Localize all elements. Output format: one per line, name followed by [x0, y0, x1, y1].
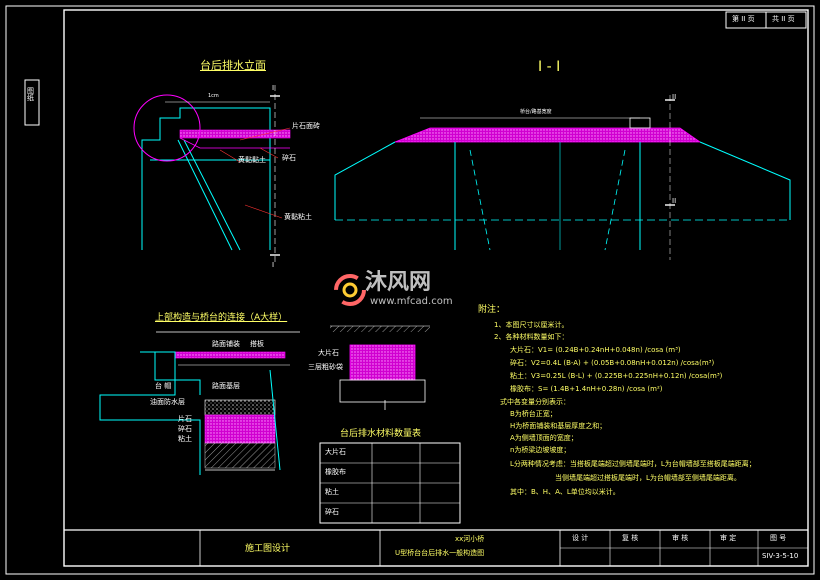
table-row-1: 大片石	[325, 448, 346, 456]
detail-a-view	[99, 331, 300, 475]
det-abutment: 台 帽	[155, 382, 172, 390]
side-stamp: 图 纸	[27, 87, 34, 102]
elev-clay2: 黄黏粘土	[284, 213, 312, 221]
approve-label: 审 定	[720, 534, 737, 542]
title-block-grid	[64, 529, 808, 566]
dim-left: 1cm	[208, 93, 219, 99]
mark-ii-top: II	[672, 93, 677, 101]
det-soil: 粘土	[178, 435, 192, 443]
drawing-no: SIV-3-5-10	[762, 552, 799, 560]
note-line: 碎石：V2=0.4L (B-A) + (0.05B+0.08nH+0.012n)…	[510, 359, 715, 367]
note-line: 式中各变量分别表示：	[500, 398, 570, 406]
note-line: 橡胶布：S= (1.4B+1.4nH+0.28n) /cosa (m²)	[510, 385, 663, 393]
note-line: 其中：B、H、A、L单位均以米计。	[510, 488, 620, 496]
note-line: 1、本图尺寸以厘米计。	[494, 321, 569, 329]
detail-title: 上部构造与桥台的连接（A大样）	[155, 313, 288, 323]
note-line: 粘土：V3=0.25L (B-L) + (0.225B+0.225nH+0.12…	[510, 372, 723, 380]
sheet-frame	[5, 5, 815, 575]
det-joint: 搭板	[250, 340, 264, 348]
review-label: 复 核	[622, 534, 639, 542]
project-name: xx河小桥	[455, 535, 485, 543]
notes-heading: 附注：	[478, 305, 506, 315]
elevation-view	[133, 85, 291, 265]
table-row-2: 橡胶布	[325, 468, 346, 476]
page-label: 第 II 页	[732, 15, 755, 23]
section-title: I - I	[538, 59, 561, 75]
det-stone: 片石	[178, 415, 192, 423]
table-row-4: 碎石	[325, 508, 339, 516]
elev-gravel: 碎石	[282, 154, 296, 162]
note-line: n为桥梁边坡坡度；	[510, 446, 571, 454]
drawing-title: U型桥台台后排水一般构造图	[395, 549, 485, 557]
mid-bag: 三层粗砂袋	[308, 363, 343, 371]
table-row-3: 粘土	[325, 488, 339, 496]
table-title: 台后排水材料数量表	[340, 429, 422, 439]
note-line: 大片石：V1= (0.24B+0.24nH+0.048n) /cosa (m³)	[510, 346, 681, 354]
note-line: L分两种情况考虑：当搭板尾端超过侧墙尾端时，L为台帽墙部至搭板尾端距离；	[510, 460, 756, 468]
det-drain: 油面防水层	[150, 398, 185, 406]
quantity-table-grid	[319, 442, 461, 524]
watermark-brand: 沐风网	[365, 270, 432, 295]
section-mark-bottom: I	[272, 261, 275, 269]
mark-ii-bottom: II	[672, 197, 677, 205]
section-mark-top: I	[272, 84, 275, 92]
elev-crushed-stone: 片石面砖	[292, 122, 320, 130]
det-cap: 路面基层	[212, 382, 240, 390]
elevation-title: 台后排水立面	[200, 59, 266, 72]
det-gravel: 碎石	[178, 425, 192, 433]
total-label: 共 II 页	[772, 15, 795, 23]
note-line: 2、各种材料数量如下：	[494, 333, 569, 341]
dim-section: 桥台/路基宽度	[520, 109, 552, 115]
drawing-no-label: 图 号	[770, 534, 787, 542]
det-pavement: 路面铺装	[212, 340, 240, 348]
section-view	[334, 95, 791, 260]
watermark-url: www.mfcad.com	[370, 296, 453, 307]
mid-rubble: 大片石	[318, 349, 339, 357]
drain-detail	[330, 325, 430, 410]
check-label: 审 核	[672, 534, 689, 542]
note-line: B为桥台正宽；	[510, 410, 557, 418]
elev-clay: 黄黏黏土	[238, 156, 266, 164]
design-label: 设 计	[572, 534, 589, 542]
note-line: 当侧墙尾端超过搭板尾端时，L为台帽墙部至侧墙尾端距离。	[555, 474, 741, 482]
note-line: H为桥面铺装和基层厚度之和；	[510, 422, 607, 430]
watermark-logo	[334, 274, 366, 306]
design-stage: 施工图设计	[245, 544, 291, 554]
note-line: A为侧墙顶面的宽度；	[510, 434, 578, 442]
